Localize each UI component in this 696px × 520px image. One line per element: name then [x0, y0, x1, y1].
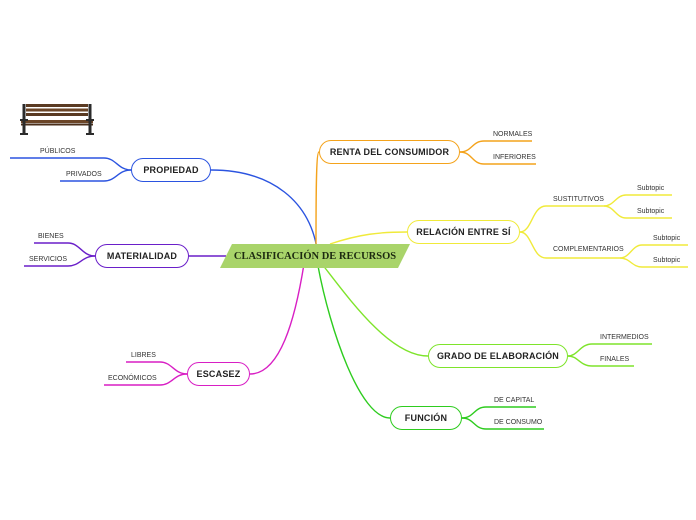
topic-relacion-entre-si[interactable]: RELACIÓN ENTRE SÍ	[407, 220, 520, 244]
leaf-intermedios[interactable]: INTERMEDIOS	[600, 334, 649, 341]
leaf-complementarios[interactable]: COMPLEMENTARIOS	[553, 246, 624, 253]
leaf-de-consumo[interactable]: DE CONSUMO	[494, 419, 542, 426]
subtopic-sustitutivos-1[interactable]: Subtopic	[637, 185, 664, 192]
leaf-inferiores[interactable]: INFERIORES	[493, 154, 536, 161]
topic-materialidad[interactable]: MATERIALIDAD	[95, 244, 189, 268]
topic-propiedad-label: PROPIEDAD	[143, 165, 198, 175]
leaf-publicos[interactable]: PÚBLICOS	[40, 148, 75, 155]
topic-propiedad[interactable]: PROPIEDAD	[131, 158, 211, 182]
leaf-servicios[interactable]: SERVICIOS	[29, 256, 67, 263]
leaf-normales[interactable]: NORMALES	[493, 131, 532, 138]
topic-funcion-label: FUNCIÓN	[405, 413, 447, 423]
topic-renta-label: RENTA DEL CONSUMIDOR	[330, 147, 449, 157]
subtopic-complementarios-1[interactable]: Subtopic	[653, 235, 680, 242]
leaf-economicos[interactable]: ECONÓMICOS	[108, 375, 157, 382]
leaf-sustitutivos[interactable]: SUSTITUTIVOS	[553, 196, 604, 203]
leaf-bienes[interactable]: BIENES	[38, 233, 64, 240]
topic-grado-label: GRADO DE ELABORACIÓN	[437, 351, 559, 361]
topic-renta-del-consumidor[interactable]: RENTA DEL CONSUMIDOR	[319, 140, 460, 164]
leaf-finales[interactable]: FINALES	[600, 356, 629, 363]
subtopic-sustitutivos-2[interactable]: Subtopic	[637, 208, 664, 215]
subtopic-complementarios-2[interactable]: Subtopic	[653, 257, 680, 264]
topic-materialidad-label: MATERIALIDAD	[107, 251, 177, 261]
leaf-de-capital[interactable]: DE CAPITAL	[494, 397, 534, 404]
leaf-privados[interactable]: PRIVADOS	[66, 171, 102, 178]
topic-relacion-label: RELACIÓN ENTRE SÍ	[416, 227, 510, 237]
topic-escasez[interactable]: ESCASEZ	[187, 362, 250, 386]
park-bench-icon	[18, 104, 96, 141]
central-topic-label: CLASIFICACIÓN DE RECURSOS	[220, 244, 410, 268]
topic-escasez-label: ESCASEZ	[197, 369, 241, 379]
topic-grado-de-elaboracion[interactable]: GRADO DE ELABORACIÓN	[428, 344, 568, 368]
central-topic[interactable]: CLASIFICACIÓN DE RECURSOS	[220, 244, 410, 268]
leaf-libres[interactable]: LIBRES	[131, 352, 156, 359]
topic-funcion[interactable]: FUNCIÓN	[390, 406, 462, 430]
